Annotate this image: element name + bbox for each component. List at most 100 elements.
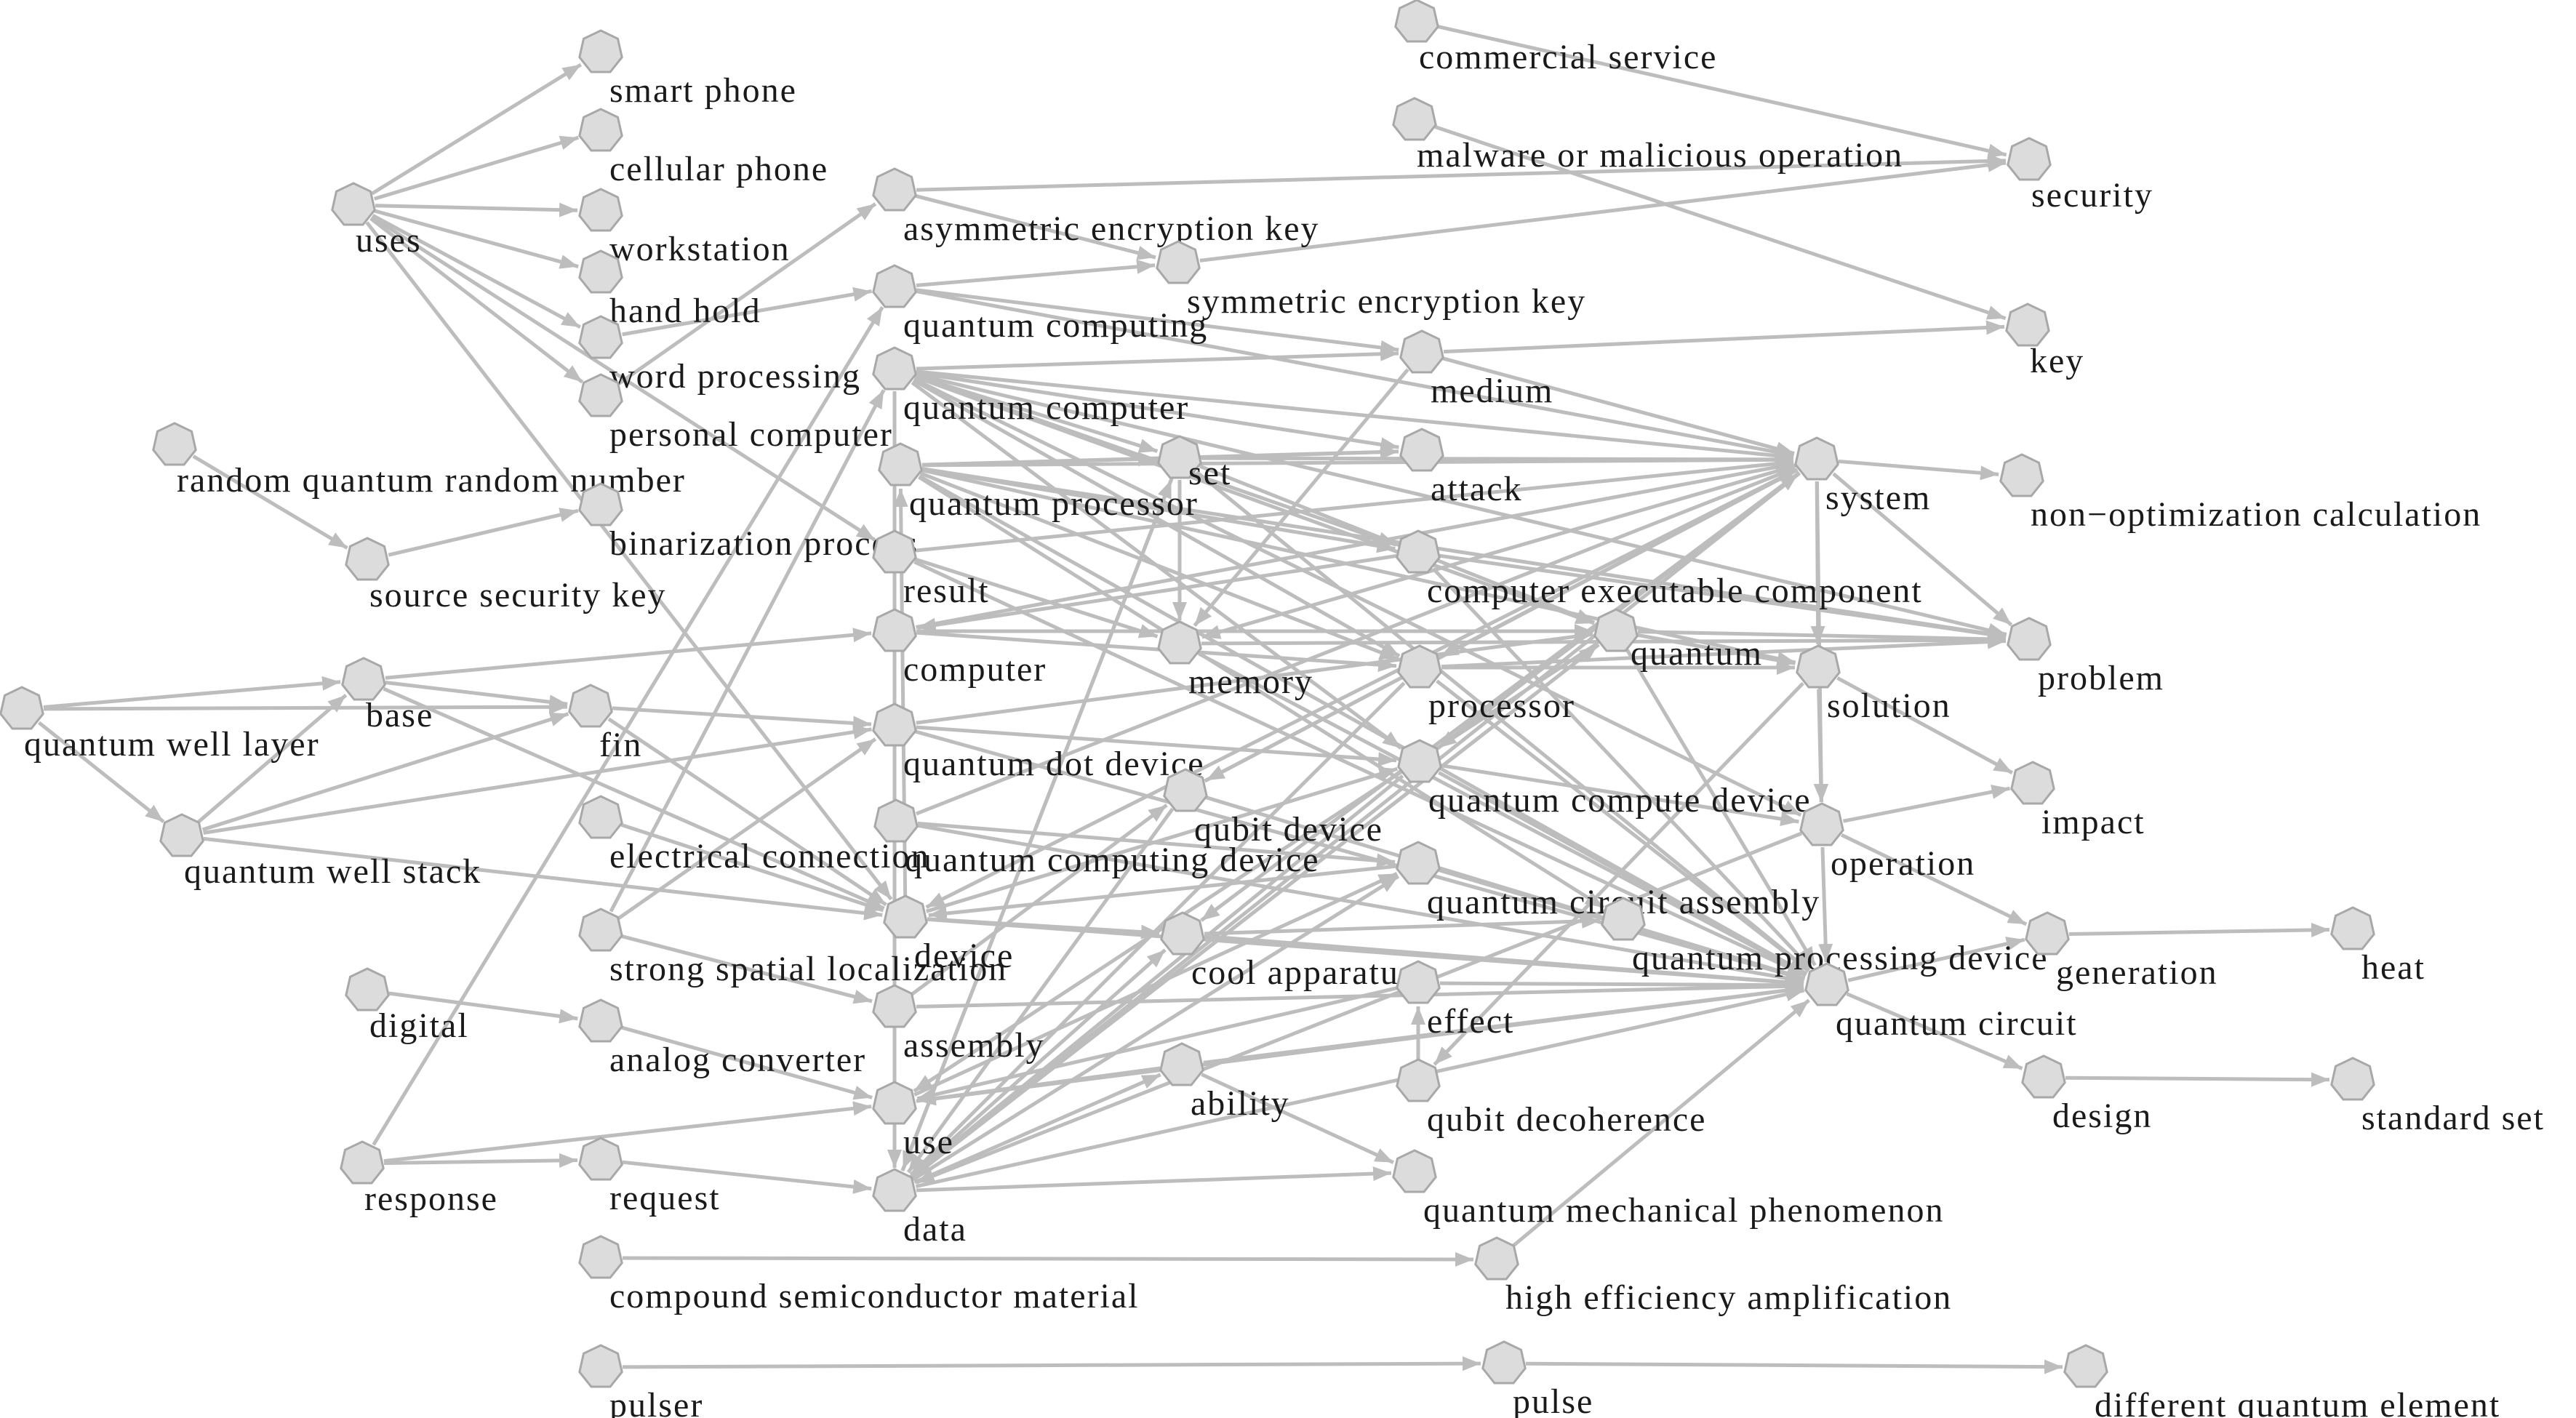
edge-cec-to-computer [917,553,1397,633]
node-marker [578,1235,623,1279]
node-asymmetric-key: asymmetric encryption key [872,167,1319,248]
node-digital: digital [345,967,468,1045]
edge-qws-to-base [197,693,348,824]
node-label: malware or malicious operation [1417,136,1903,175]
node-label: memory [1188,662,1313,701]
node-qcd: quantum compute device [1397,739,1812,820]
edge-quantum_computing-to-medium [916,288,1399,355]
node-marker [1799,802,1844,846]
node-label: quantum mechanical phenomenon [1423,1191,1944,1230]
edge-quantum_circuit-to-generation [1847,937,2025,982]
node-assembly: assembly [872,984,1044,1065]
edge-data-to-set [900,478,1173,1171]
node-cellular-phone: cellular phone [578,108,827,188]
node-label: workstation [609,230,791,268]
node-marker [341,657,386,701]
edge-fin-to-qdd [612,706,872,731]
node-marker [578,373,623,417]
node-marker [1796,644,1841,689]
node-marker [1481,1340,1527,1385]
edge-computer-to-processor [916,630,1397,673]
edge-operation-to-generation [1840,833,2028,926]
node-non-opt: non−optimization calculation [1999,453,2481,534]
node-label: symmetric encryption key [1187,282,1586,321]
edge-quantum-to-use [913,641,1599,1093]
edge-computer-to-system [916,460,1794,629]
node-marker [1399,428,1444,472]
edge-quantum_processor-to-problem [921,467,2007,641]
node-label: impact [2041,803,2145,841]
node-csm: compound semiconductor material [578,1235,1137,1315]
edge-qwl-to-qws [37,721,165,824]
node-ssl: strong spatial localization [578,908,1006,988]
node-quantum-circuit: quantum circuit [1804,962,2076,1043]
edge-malware-to-key [1434,125,2007,321]
node-source-security-key: source security key [345,537,665,614]
node-label: quantum computing device [905,841,1320,879]
node-label: qubit device [1194,810,1383,849]
edge-system-to-problem [1832,472,2013,627]
node-set: set [1157,435,1230,492]
edge-qwl-to-base [43,676,341,709]
node-quantum-computing: quantum computing [872,264,1208,345]
edge-random_qrn-to-source_security_key [192,454,348,550]
edge-layer [37,25,2330,1374]
node-uses: uses [331,182,420,260]
node-hea: high efficiency amplification [1474,1236,1951,1317]
edge-asymmetric_key-to-security [916,153,2007,192]
edge-processor-to-problem [1441,634,2007,669]
edge-use-to-qca [913,872,1398,1097]
edge-qcd-to-data [911,774,1404,1178]
node-label: standard set [2361,1099,2545,1137]
edge-memory-to-quantum_circuit [1198,652,1807,977]
node-label: quantum compute device [1428,781,1812,820]
edge-set-to-quantum [1199,464,1596,625]
node-marker [345,537,390,581]
edge-uses-to-cellular_phone [374,135,580,201]
node-design: design [2021,1054,2151,1135]
node-quantum-processor: quantum processor [878,442,1197,523]
edge-qws-to-qdd [203,724,872,835]
node-label: analog converter [609,1041,866,1079]
edge-base-to-fin [385,681,568,710]
node-marker [1601,897,1646,941]
edge-ability-to-qmp [1201,1073,1394,1164]
node-attack: attack [1399,428,1521,508]
node-label: binarization process [609,524,919,563]
node-marker [2021,1054,2066,1099]
edge-solution-to-impact [1836,676,2014,774]
edge-generation-to-heat [2068,922,2330,937]
node-label: quantum computing [903,306,1208,345]
node-quantum-computer: quantum computer [872,346,1188,427]
edge-commercial_service-to-security [1437,25,2007,159]
node-marker [2330,906,2375,950]
edge-analog_converter-to-use [621,1025,873,1100]
edge-effect-to-quantum_circuit [1439,977,1804,993]
edge-uses-to-hand_hold [374,209,579,269]
edge-quantum_computer-to-operation [913,377,1802,817]
edge-processor-to-quantum_circuit [1436,679,1810,973]
node-base: base [341,657,432,734]
node-marker [345,967,390,1012]
node-label: generation [2056,953,2218,992]
edge-system-to-memory [1201,463,1796,639]
node-label: non−optimization calculation [2031,495,2481,534]
node-marker [1394,0,1439,43]
edge-qdd-to-qcd [916,725,1397,767]
node-marker [578,998,623,1043]
edge-word_processing-to-quantum_computing [622,287,872,337]
node-label: operation [1831,844,1975,883]
edge-device-to-cool_apparatus [927,917,1160,940]
edge-cec-to-quantum_circuit [1431,567,1812,970]
edge-quantum-to-quantum_circuit [1625,649,1817,966]
edge-hea-to-quantum_circuit [1512,998,1810,1247]
edge-quantum_computing-to-system [916,289,1795,460]
node-label: response [364,1179,498,1218]
edge-symmetric_key-to-security [1199,157,2007,263]
edge-medium-to-key [1443,320,2005,354]
edge-quantum_computer-to-system [916,369,1794,463]
edge-qdd-to-quantum [916,629,1593,725]
node-marker [1396,529,1441,574]
edge-quantum-to-solution [1637,633,1796,668]
